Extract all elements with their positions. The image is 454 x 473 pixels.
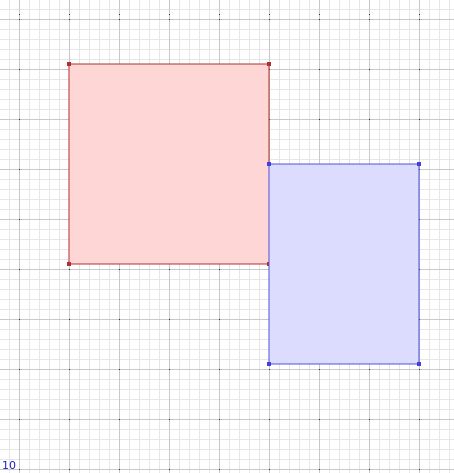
- grid-dot: [69, 469, 70, 470]
- grid-dot: [419, 14, 420, 15]
- grid-dot: [169, 419, 170, 420]
- red-square-body[interactable]: [68, 63, 270, 265]
- grid-dot: [19, 369, 20, 370]
- grid-dot: [69, 14, 70, 15]
- grid-dot: [269, 469, 270, 470]
- grid-dot: [169, 14, 170, 15]
- grid-dot: [369, 369, 370, 370]
- grid-dot: [19, 219, 20, 220]
- grid-dot: [319, 469, 320, 470]
- grid-dot: [119, 19, 120, 20]
- grid-dot: [219, 19, 220, 20]
- grid-dot: [419, 119, 420, 120]
- grid-dot: [369, 19, 370, 20]
- grid-dot: [319, 369, 320, 370]
- grid-dot: [119, 369, 120, 370]
- grid-dot: [119, 469, 120, 470]
- grid-dot: [369, 119, 370, 120]
- grid-dot: [169, 319, 170, 320]
- blue-square-vertex-bottom-right[interactable]: [417, 362, 421, 366]
- grid-dot: [169, 19, 170, 20]
- grid-dot: [169, 369, 170, 370]
- grid-dot: [69, 19, 70, 20]
- grid-dot: [319, 419, 320, 420]
- grid-dot: [369, 69, 370, 70]
- grid-dot: [269, 419, 270, 420]
- grid-dot: [69, 419, 70, 420]
- grid-dot: [219, 369, 220, 370]
- blue-square-vertex-top-left[interactable]: [267, 162, 271, 166]
- grid-dot: [419, 19, 420, 20]
- grid-dot: [19, 319, 20, 320]
- grid-dot: [369, 469, 370, 470]
- red-square-shape[interactable]: [67, 62, 271, 266]
- grid-dot: [219, 469, 220, 470]
- grid-dot: [169, 269, 170, 270]
- grid-dot: [119, 419, 120, 420]
- grid-dot: [69, 319, 70, 320]
- grid-dot: [219, 14, 220, 15]
- red-square-vertex-top-left[interactable]: [67, 62, 71, 66]
- blue-square-vertex-top-right[interactable]: [417, 162, 421, 166]
- grid-dot: [219, 319, 220, 320]
- grid-dot: [369, 419, 370, 420]
- grid-dot: [19, 19, 20, 20]
- grid-dot: [319, 119, 320, 120]
- grid-dot: [69, 369, 70, 370]
- grid-dot: [19, 269, 20, 270]
- blue-square-body[interactable]: [268, 163, 420, 365]
- grid-dot: [19, 14, 20, 15]
- grid-dot: [319, 69, 320, 70]
- blue-square-shape[interactable]: [267, 162, 421, 366]
- grid-dot: [19, 119, 20, 120]
- grid-dot: [219, 269, 220, 270]
- grid-dot: [319, 14, 320, 15]
- grid-dot: [269, 19, 270, 20]
- grid-dot: [169, 469, 170, 470]
- grid-dot: [419, 369, 420, 370]
- grid-dot: [19, 69, 20, 70]
- grid-dot: [419, 419, 420, 420]
- red-square-vertex-bottom-left[interactable]: [67, 262, 71, 266]
- grid-dot: [119, 269, 120, 270]
- grid-dot: [19, 419, 20, 420]
- blue-square-vertex-bottom-left[interactable]: [267, 362, 271, 366]
- grid-dot: [419, 69, 420, 70]
- grid-dot: [269, 14, 270, 15]
- grid-dot: [19, 469, 20, 470]
- grid-dot: [119, 14, 120, 15]
- grid-dot: [69, 269, 70, 270]
- grid-dot: [119, 319, 120, 320]
- grid-dot: [19, 169, 20, 170]
- corner-scale-label: 10: [2, 459, 16, 472]
- grid-dot: [419, 469, 420, 470]
- grid-dot: [369, 14, 370, 15]
- red-square-vertex-top-right[interactable]: [267, 62, 271, 66]
- grid-dot: [269, 369, 270, 370]
- grid-dot: [219, 419, 220, 420]
- grid-dot: [319, 19, 320, 20]
